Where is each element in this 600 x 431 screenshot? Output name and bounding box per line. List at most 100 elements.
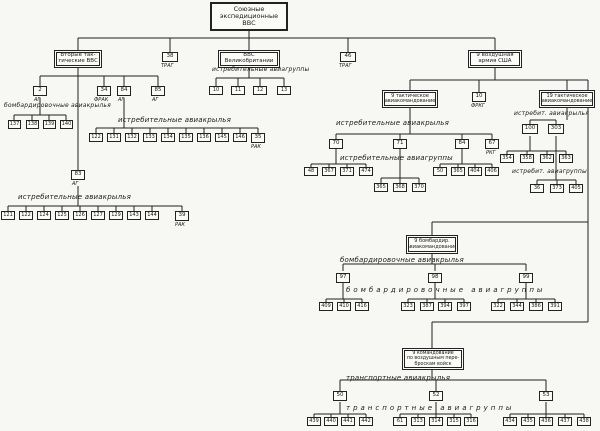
unit-box: 124	[37, 211, 51, 220]
unit-box: 122	[19, 211, 33, 220]
unit-box: 391	[548, 302, 562, 311]
box-w98: 98	[428, 273, 442, 283]
unit-box: 11	[231, 86, 245, 95]
label-19-wings: истребит. авиакрылья	[514, 110, 590, 117]
unit-box: 365	[374, 183, 388, 192]
unit-box: 410	[337, 302, 351, 311]
box-w97: 97	[336, 273, 350, 283]
unit-box: 373	[550, 184, 564, 193]
unit-box: 140	[60, 120, 73, 129]
unit-box: 386	[529, 302, 543, 311]
label-raf-groups: истребительные авиагруппы	[212, 66, 310, 73]
unit-box: 36	[530, 184, 544, 193]
unit-box: 136	[197, 133, 211, 142]
label-19-groups: истребит. авиагруппы	[512, 168, 587, 175]
box-83: 83	[71, 170, 85, 180]
unit-box: 126	[73, 211, 87, 220]
unit-box: 139	[43, 120, 56, 129]
unit-box: 370	[412, 183, 426, 192]
box-85: 85	[151, 86, 165, 96]
unit-box: 146	[233, 133, 247, 142]
unit-box: 365	[451, 167, 465, 176]
unit-box: 316	[464, 417, 478, 426]
box-67: 67	[485, 139, 499, 149]
box-2ag: 2	[33, 86, 47, 96]
unit-box: 397	[457, 302, 471, 311]
unit-box: 442	[359, 417, 373, 426]
label-35: РАК	[251, 144, 261, 150]
unit-box: 50	[433, 167, 447, 176]
label-84-wings: истребительные авиакрылья	[118, 116, 231, 124]
unit-box: 135	[179, 133, 193, 142]
unit-box: 145	[215, 133, 229, 142]
unit-box: 61	[393, 417, 407, 426]
unit-box: 416	[355, 302, 369, 311]
box-w70: 70	[329, 139, 343, 149]
unit-box: 440	[324, 417, 338, 426]
label-trans-wings: транспортные авиакрылья	[346, 374, 451, 382]
unit-box: 143	[127, 211, 141, 220]
unit-box: 10	[209, 86, 223, 95]
box-38: 38	[162, 52, 178, 62]
unit-box: 12	[253, 86, 267, 95]
unit-box: 121	[1, 211, 15, 220]
unit-box: 131	[107, 133, 121, 142]
box-w52: 52	[429, 391, 443, 401]
unit-box: 354	[500, 154, 514, 163]
label-83-wings: истребительные авиакрылья	[18, 193, 131, 201]
box-39: 39	[175, 211, 189, 221]
box-35: 35	[251, 133, 265, 143]
unit-box: 362	[540, 154, 554, 163]
unit-box: 48	[304, 167, 318, 176]
box-9tac: 9 тактическое авиакомандование	[384, 92, 436, 106]
unit-box: 436	[539, 417, 553, 426]
box-10: 10	[472, 92, 486, 102]
unit-box: 358	[520, 154, 534, 163]
unit-box: 435	[521, 417, 535, 426]
box-w71: 71	[393, 139, 407, 149]
label-84: АГ	[118, 97, 125, 103]
label-bomb-wings-1: бомбардировочные авиакрылья	[4, 102, 111, 109]
box-w303: 303	[548, 124, 564, 134]
label-39: РАК	[175, 222, 185, 228]
box-2nd-tac: Вторые так- тические ВВС	[56, 52, 100, 66]
box-troop: 9 командование по воздушным пере- броска…	[404, 350, 462, 368]
unit-box: 127	[91, 211, 105, 220]
label-34: ФРАК	[94, 97, 109, 103]
label-38: ТРАГ	[161, 63, 174, 69]
label-trans-groups: транспортные авиагруппы	[346, 404, 515, 412]
label-9-groups: истребительные авиагруппы	[340, 154, 453, 162]
box-34: 34	[97, 86, 111, 96]
unit-box: 437	[558, 417, 572, 426]
label-bomb-wings: бомбардировочные авиакрылья	[340, 256, 464, 264]
unit-box: 387	[420, 302, 434, 311]
unit-box: 314	[429, 417, 443, 426]
unit-box: 409	[319, 302, 333, 311]
label-67: РКГ	[486, 150, 496, 156]
label-9-wings: истребительные авиакрылья	[336, 119, 449, 127]
box-w99: 99	[519, 273, 533, 283]
unit-box: 367	[322, 167, 336, 176]
root-box: Союзные экспедиционные ВВС	[210, 2, 288, 31]
label-83: АГ	[72, 181, 79, 187]
box-raf: ВВС Великобритании	[220, 52, 278, 66]
box-9us: 9 воздушная армия США	[470, 52, 520, 66]
unit-box: 13	[277, 86, 291, 95]
box-84: 84	[117, 86, 131, 96]
unit-box: 315	[447, 417, 461, 426]
unit-box: 474	[359, 167, 373, 176]
label-46: ТРАГ	[339, 63, 352, 69]
label-bomb-groups: бомбардировочные авиагруппы	[346, 286, 546, 294]
box-46: 46	[340, 52, 356, 62]
unit-box: 405	[569, 184, 583, 193]
box-w84r: 84	[455, 139, 469, 149]
unit-box: 434	[503, 417, 517, 426]
unit-box: 404	[468, 167, 482, 176]
box-w50: 50	[333, 391, 347, 401]
box-w100: 100	[522, 124, 538, 134]
box-19tac: 19 тактическое авиакомандование	[541, 92, 593, 106]
box-w53: 53	[539, 391, 553, 401]
unit-box: 406	[485, 167, 499, 176]
